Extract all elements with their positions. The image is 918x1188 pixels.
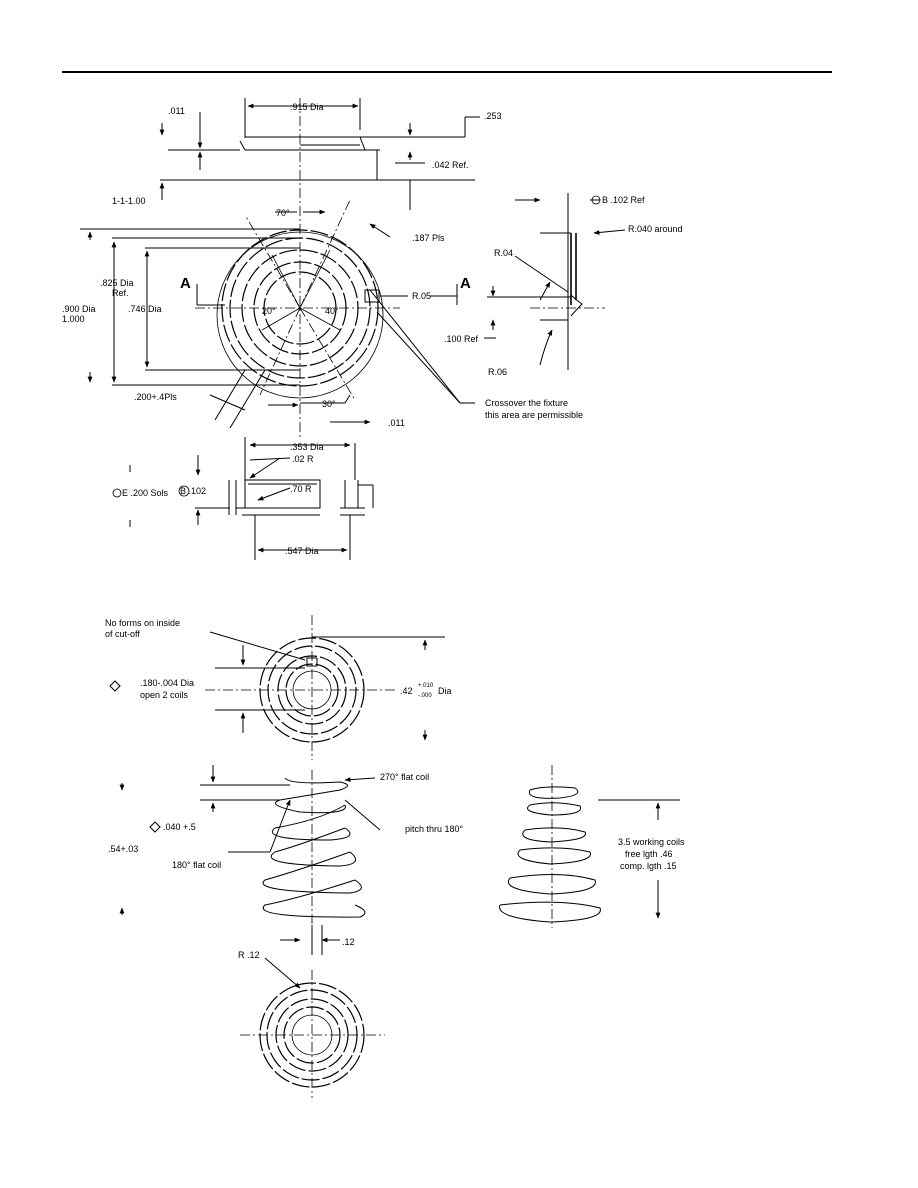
dim-825-dia: .825 Dia (100, 278, 134, 288)
dim-011-top: .011 (168, 106, 185, 116)
section-a-left: A (180, 275, 191, 292)
view-side-elevation: .353 Dia .02 R .70 R E .200 Sols B .102 … (112, 437, 374, 560)
dim-b102-ref: B .102 Ref (602, 195, 645, 205)
dim-r05: R.05 (412, 291, 431, 301)
dim-011-bottom: .011 (388, 418, 405, 428)
note-no-forms-2: of cut-off (105, 629, 140, 639)
note-comp-length: comp. lgth .15 (620, 861, 677, 871)
dim-915-dia: .915 Dia (290, 102, 324, 112)
dim-r04: R.04 (494, 248, 513, 258)
dim-180-open: open 2 coils (140, 690, 189, 700)
dim-r12: R .12 (238, 950, 260, 960)
view-spring-compressed: 3.5 working coils free lgth .46 comp. lg… (499, 765, 685, 928)
dim-42-sup: +.010 (418, 683, 434, 689)
view-spring-plan: No forms on inside of cut-off .180-.004 … (105, 615, 452, 760)
dim-900-b: 1.000 (62, 314, 85, 324)
dim-040: .040 +.5 (163, 822, 196, 832)
dim-825-ref: Ref. (112, 288, 129, 298)
dim-42-sub: -.000 (418, 693, 432, 699)
dim-r040-around: R.040 around (628, 224, 683, 234)
dim-1-1: 1-1-1.00 (112, 196, 146, 206)
dim-42: .42 (400, 686, 413, 696)
note-crossover-1: Crossover the fixture (485, 398, 568, 408)
note-crossover-2: this area are permissible (485, 410, 583, 420)
view-section-detail: B .102 Ref R.040 around R.04 .100 Ref R.… (444, 193, 683, 420)
dim-12: .12 (342, 937, 355, 947)
view-front-plan: .011 .915 Dia .253 .042 Ref. 1-1-1.00 70… (62, 98, 502, 440)
section-a-right: A (460, 275, 471, 292)
dim-253: .253 (484, 111, 502, 121)
dim-100-ref: .100 Ref (444, 334, 479, 344)
dim-042-ref: .042 Ref. (432, 160, 469, 170)
note-working-coils: 3.5 working coils (618, 837, 685, 847)
dim-180-dia: .180-.004 Dia (140, 678, 194, 688)
dim-pitch: pitch thru 180° (405, 824, 464, 834)
dim-20-deg: 20° (262, 306, 276, 316)
dim-b102: B .102 (180, 486, 206, 496)
dim-180-flat: 180° flat coil (172, 860, 221, 870)
note-no-forms-1: No forms on inside (105, 618, 180, 628)
dim-54: .54+.03 (108, 844, 138, 854)
dim-42-dia: Dia (438, 686, 452, 696)
view-spring-elevation: 270° flat coil .040 +.5 pitch thru 180° … (108, 765, 464, 989)
dim-30-deg: 30° (322, 399, 336, 409)
dim-70-deg: 70° (276, 208, 290, 218)
dim-40-deg: 40° (325, 306, 339, 316)
view-spring-bottom-plan (240, 970, 385, 1098)
dim-900-dia: .900 Dia (62, 304, 96, 314)
dim-353-dia: .353 Dia (290, 442, 324, 452)
dim-200-pls: .200+.4Pls (134, 392, 177, 402)
note-free-length: free lgth .46 (625, 849, 673, 859)
dim-187-pls: .187 Pls (412, 233, 445, 243)
dim-70r: .70 R (290, 484, 312, 494)
dim-r06: R.06 (488, 367, 507, 377)
dim-02r: .02 R (292, 454, 314, 464)
dim-547-dia: .547 Dia (285, 546, 319, 556)
dim-e200: E .200 Sols (122, 488, 169, 498)
dim-746-dia: .746 Dia (128, 304, 162, 314)
dim-270-flat: 270° flat coil (380, 772, 429, 782)
